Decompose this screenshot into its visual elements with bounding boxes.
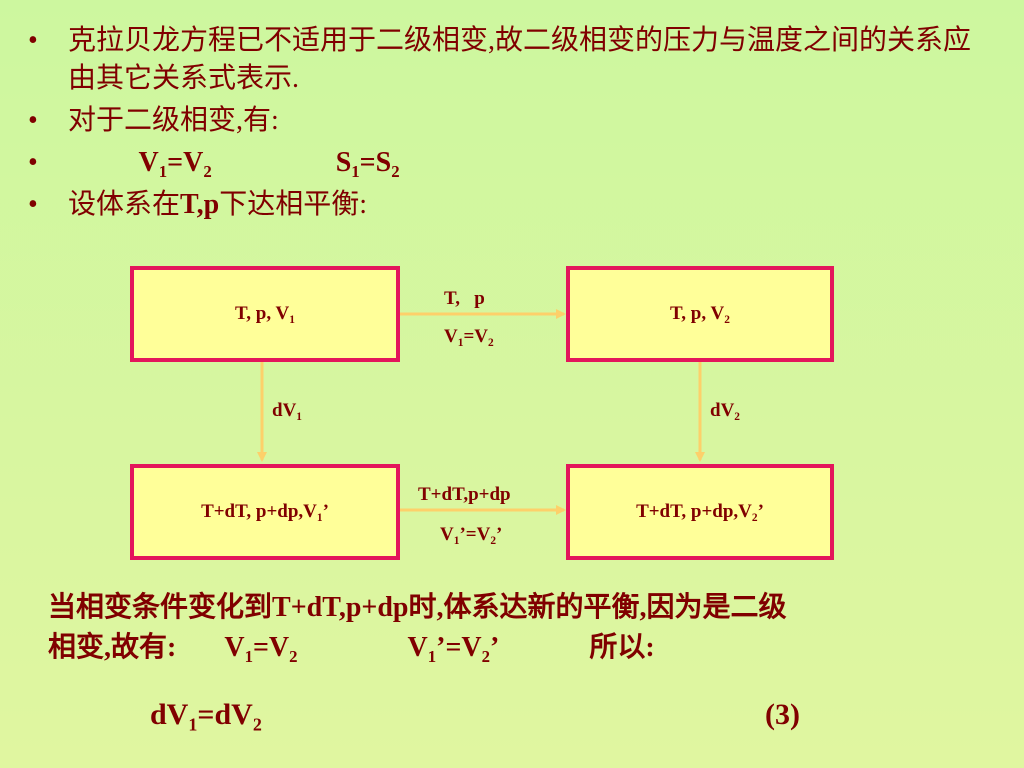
bullet-marker: •: [28, 189, 38, 220]
state-box-bottom-right: T+dT, p+dp,V2’: [566, 464, 834, 560]
eq-v-prime: V1’=V2’: [407, 632, 500, 666]
bullet-item: • 克拉贝龙方程已不适用于二级相变,故二级相变的压力与温度之间的关系应由其它关系…: [28, 22, 988, 98]
bullet-text: 克拉贝龙方程已不适用于二级相变,故二级相变的压力与温度之间的关系应由其它关系式表…: [68, 25, 972, 94]
bullet-marker: •: [28, 105, 38, 136]
final-equation: dV1=dV2: [150, 698, 262, 735]
conclusion-paragraph: 当相变条件变化到T+dT,p+dp时,体系达新的平衡,因为是二级 相变,故有:V…: [48, 588, 988, 668]
state-box-top-left: T, p, V1: [130, 266, 400, 362]
v-equation: V1=V2: [138, 147, 212, 181]
state-box-top-right: T, p, V2: [566, 266, 834, 362]
eq-v: V1=V2: [224, 632, 298, 666]
left-arrow-label: dV1: [272, 400, 302, 423]
equation-number: (3): [765, 698, 800, 731]
top-arrow-label-v: V1=V2: [444, 326, 494, 349]
bullet-item: • V1=V2 S1=S2: [28, 144, 988, 182]
bullet-list: • 克拉贝龙方程已不适用于二级相变,故二级相变的压力与温度之间的关系应由其它关系…: [28, 22, 988, 228]
bullet-text: 设体系在T,p下达相平衡:: [68, 189, 367, 220]
right-arrow-label: dV2: [710, 400, 740, 423]
bullet-item: • 对于二级相变,有:: [28, 102, 988, 140]
paragraph-line-1: 当相变条件变化到T+dT,p+dp时,体系达新的平衡,因为是二级: [48, 592, 787, 623]
state-box-bottom-left: T+dT, p+dp,V1’: [130, 464, 400, 560]
bullet-item: • 设体系在T,p下达相平衡:: [28, 186, 988, 224]
bullet-marker: •: [28, 25, 38, 56]
bullet-text: 对于二级相变,有:: [68, 105, 279, 136]
bottom-arrow-label-td: T+dT,p+dp: [418, 484, 511, 505]
bullet-marker: •: [28, 147, 38, 178]
s-equation: S1=S2: [335, 147, 400, 181]
top-arrow-label-tp: T, p: [444, 288, 485, 309]
bottom-arrow-label-v: V1’=V2’: [440, 524, 503, 547]
